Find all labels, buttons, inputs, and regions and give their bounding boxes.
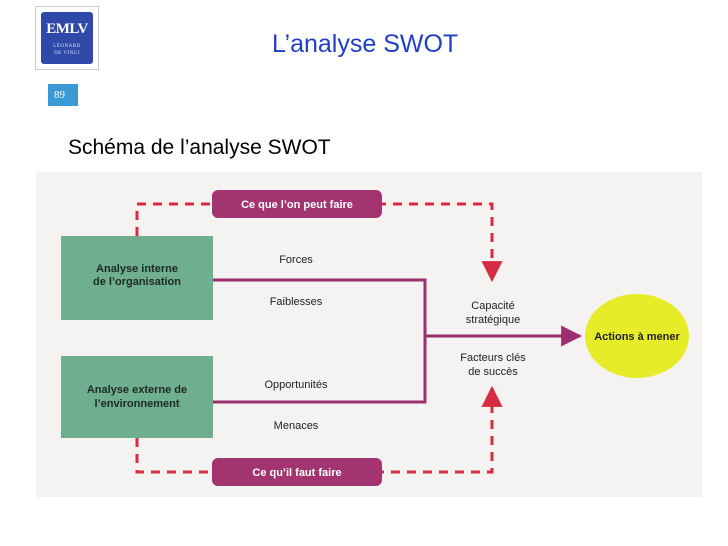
forces-label: Forces xyxy=(279,254,313,266)
bottom-pill xyxy=(212,458,382,486)
actions-label: Actions à mener xyxy=(594,331,680,343)
internal-analysis-box xyxy=(61,236,213,320)
external-line xyxy=(213,336,427,404)
external-analysis-line-1: Analyse externe de xyxy=(87,384,187,396)
weaknesses-label: Faiblesses xyxy=(270,296,323,308)
top-pill-label: Ce que l’on peut faire xyxy=(241,199,353,211)
success-factors-line-1: Facteurs clés xyxy=(460,352,526,364)
capability-line-2: stratégique xyxy=(466,314,520,326)
emlv-logo-badge: EMLV LÉONARD DE VINCI xyxy=(41,12,93,64)
internal-analysis-line-2: de l’organisation xyxy=(93,276,181,288)
opportunities-label: Opportunités xyxy=(265,379,328,391)
internal-line xyxy=(213,278,427,336)
internal-analysis-line-1: Analyse interne xyxy=(96,263,178,275)
actions-ellipse xyxy=(585,294,689,378)
success-factors-line-2: de succès xyxy=(468,366,518,378)
slide-number-badge: 89 xyxy=(48,84,78,106)
emlv-logo: EMLV LÉONARD DE VINCI xyxy=(35,6,99,70)
top-pill xyxy=(212,190,382,218)
external-analysis-box xyxy=(61,356,213,438)
external-analysis-line-2: l’environnement xyxy=(95,398,180,410)
logo-mark: EMLV xyxy=(46,21,88,37)
logo-line-2: DE VINCI xyxy=(54,51,80,56)
capability-line-1: Capacité xyxy=(471,300,514,312)
slide-subtitle: Schéma de l’analyse SWOT xyxy=(68,136,331,159)
threats-label: Menaces xyxy=(274,420,319,432)
bottom-pill-label: Ce qu’il faut faire xyxy=(252,467,341,479)
page-title: L’analyse SWOT xyxy=(272,30,459,58)
logo-line-1: LÉONARD xyxy=(53,44,81,49)
